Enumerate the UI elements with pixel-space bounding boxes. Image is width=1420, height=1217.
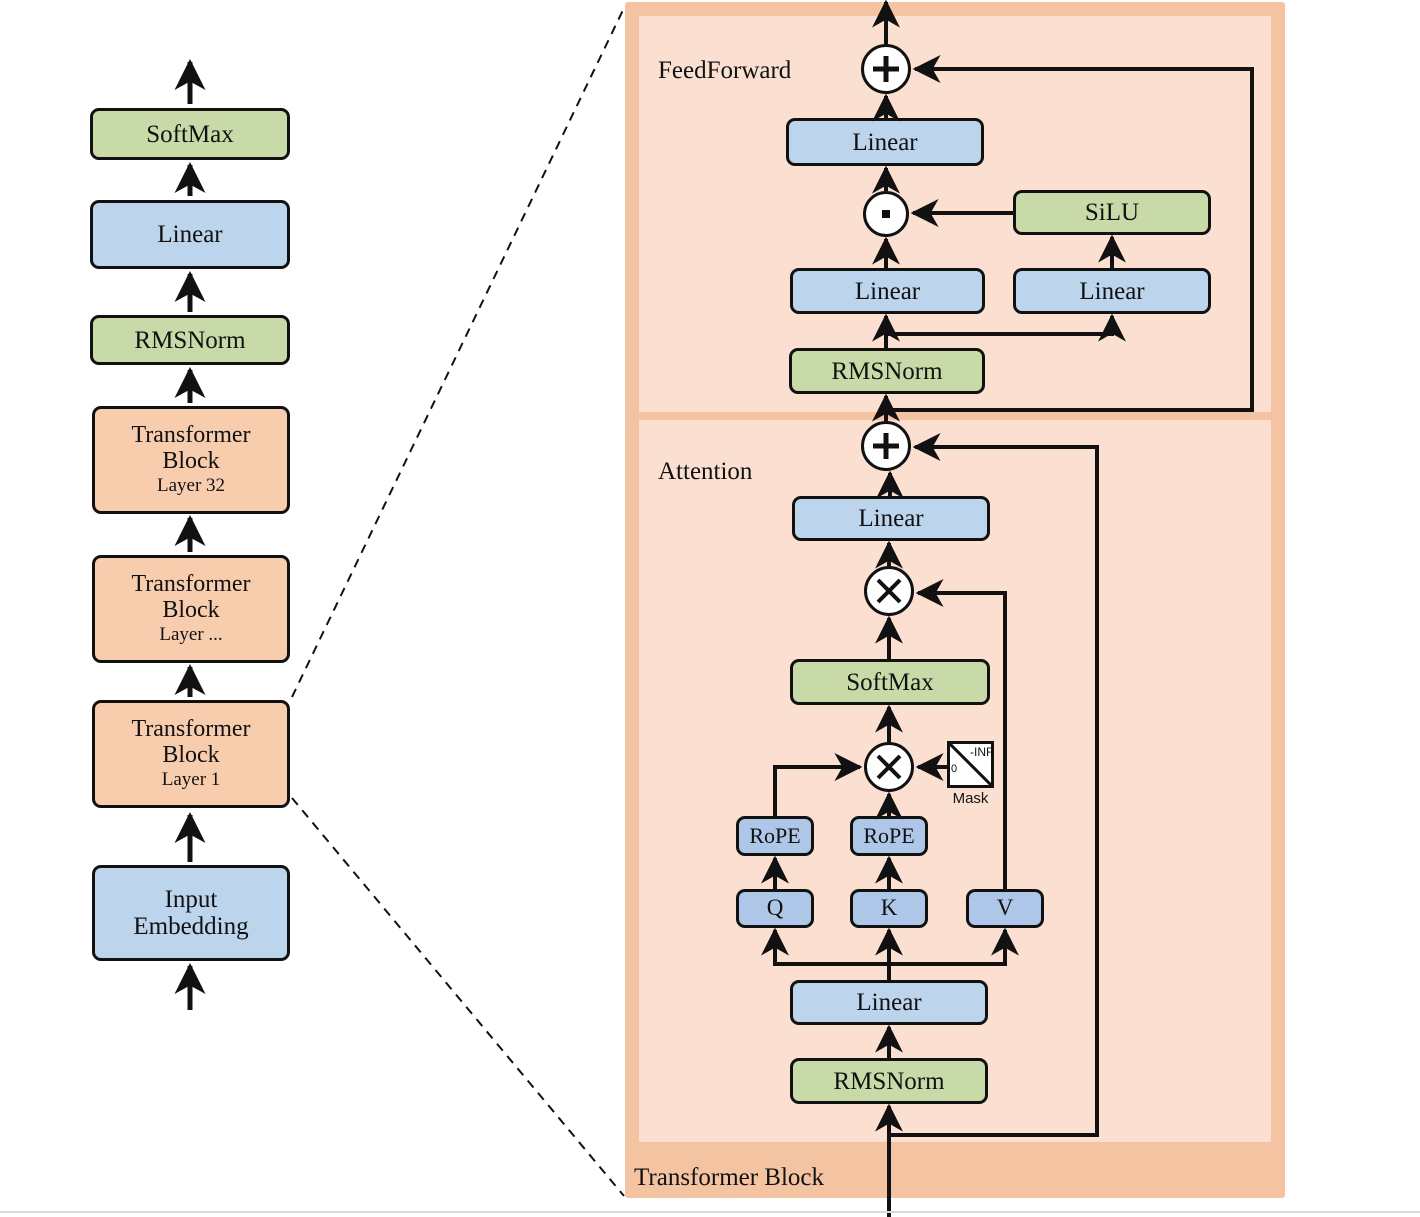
node-label: RMSNorm	[833, 1067, 945, 1095]
node-attn-rmsnorm[interactable]: RMSNorm	[790, 1058, 988, 1104]
node-label: Transformer Block	[131, 571, 251, 624]
node-ff-silu[interactable]: SiLU	[1013, 190, 1211, 235]
node-label: Linear	[856, 989, 922, 1016]
node-rope-q[interactable]: RoPE	[736, 816, 814, 856]
node-label: SoftMax	[846, 668, 934, 696]
node-label: K	[880, 895, 898, 921]
node-label: RMSNorm	[134, 326, 246, 354]
node-label: Linear	[854, 277, 921, 305]
node-label: RMSNorm	[831, 357, 943, 385]
op-attn-add[interactable]	[861, 421, 911, 471]
node-input-embedding[interactable]: Input Embedding	[92, 865, 290, 961]
mask-label: Mask	[952, 790, 989, 807]
node-k[interactable]: K	[850, 889, 928, 928]
node-transformer-block-1[interactable]: Transformer Block Layer 1	[92, 700, 290, 808]
op-ff-multiply[interactable]	[863, 191, 909, 237]
node-ff-linear-gate[interactable]: Linear	[790, 268, 985, 314]
node-sublabel: Layer 1	[161, 769, 221, 791]
op-attn-matmul-qk[interactable]	[864, 742, 914, 792]
node-linear-head[interactable]: Linear	[90, 200, 290, 269]
node-attn-softmax[interactable]: SoftMax	[790, 659, 990, 705]
node-label: RoPE	[749, 823, 801, 849]
mask-high-value: -INF	[970, 745, 994, 759]
node-label: RoPE	[863, 823, 915, 849]
op-ff-add[interactable]	[861, 44, 911, 94]
node-sublabel: Layer 32	[156, 475, 226, 497]
node-attn-linear-out[interactable]: Linear	[792, 496, 990, 541]
node-sublabel: Layer ...	[159, 624, 223, 646]
node-ff-rmsnorm[interactable]: RMSNorm	[789, 348, 985, 394]
attention-section-label: Attention	[658, 458, 753, 485]
transformer-block-label: Transformer Block	[634, 1164, 825, 1191]
node-label: Linear	[858, 505, 924, 532]
node-transformer-block-32[interactable]: Transformer Block Layer 32	[92, 406, 290, 514]
node-rmsnorm-final[interactable]: RMSNorm	[90, 315, 290, 365]
feedforward-section-label: FeedForward	[658, 57, 792, 84]
node-transformer-block-dots[interactable]: Transformer Block Layer ...	[92, 555, 290, 663]
node-q[interactable]: Q	[736, 889, 814, 928]
node-ff-linear-up[interactable]: Linear	[1013, 268, 1211, 314]
node-ff-linear-out[interactable]: Linear	[786, 118, 984, 166]
node-label: Input Embedding	[133, 886, 249, 940]
page-bottom-rule	[0, 1211, 1420, 1213]
node-label: Transformer Block	[131, 716, 251, 769]
node-label: Linear	[852, 128, 918, 156]
zoom-callout-lines	[291, 7, 625, 1197]
node-label: Transformer Block	[131, 422, 251, 475]
node-softmax[interactable]: SoftMax	[90, 108, 290, 160]
node-attn-linear-qkv[interactable]: Linear	[790, 980, 988, 1025]
node-label: Q	[766, 895, 784, 921]
node-label: Linear	[157, 221, 223, 248]
node-label: SoftMax	[146, 120, 234, 148]
node-rope-k[interactable]: RoPE	[850, 816, 928, 856]
op-attn-matmul-scores-values[interactable]	[864, 566, 914, 616]
node-v[interactable]: V	[966, 889, 1044, 928]
mask-low-value: 0	[951, 763, 958, 775]
node-label: Linear	[1079, 277, 1145, 305]
node-label: V	[996, 895, 1014, 921]
mask-glyph: 0 -INF Mask	[947, 741, 994, 813]
node-label: SiLU	[1084, 199, 1140, 226]
